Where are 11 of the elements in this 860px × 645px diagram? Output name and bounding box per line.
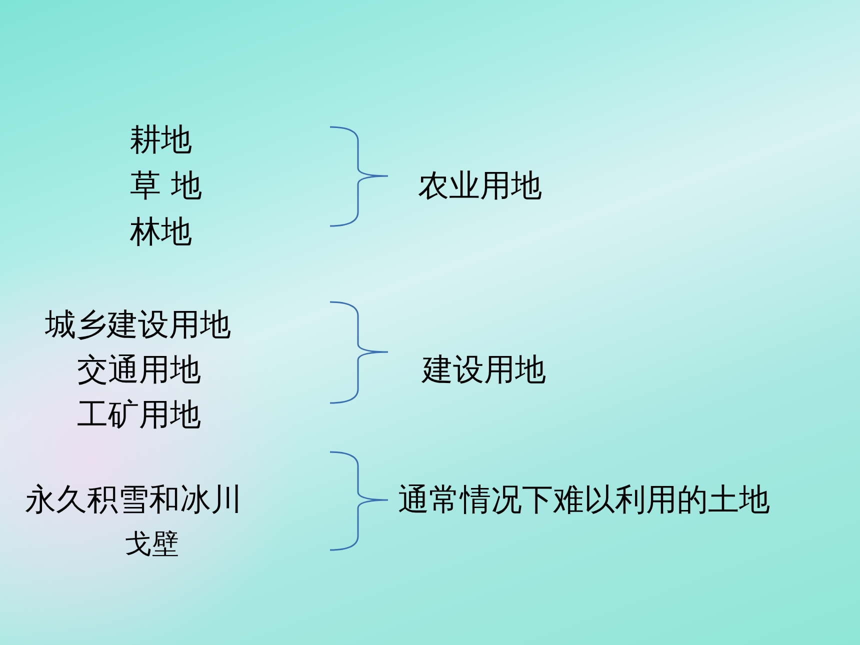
item-label: 城乡建设用地 [45,306,231,345]
item-label: 戈壁 [125,528,179,562]
item-label: 工矿用地 [77,396,201,435]
category-label: 通常情况下难以利用的土地 [398,481,770,520]
item-label: 林地 [130,213,192,252]
item-label: 交通用地 [77,351,201,390]
item-label: 永久积雪和冰川 [25,481,242,520]
item-label: 耕地 [130,121,192,160]
category-label: 建设用地 [422,351,546,390]
item-label: 草 地 [130,167,202,206]
category-label: 农业用地 [418,167,542,206]
